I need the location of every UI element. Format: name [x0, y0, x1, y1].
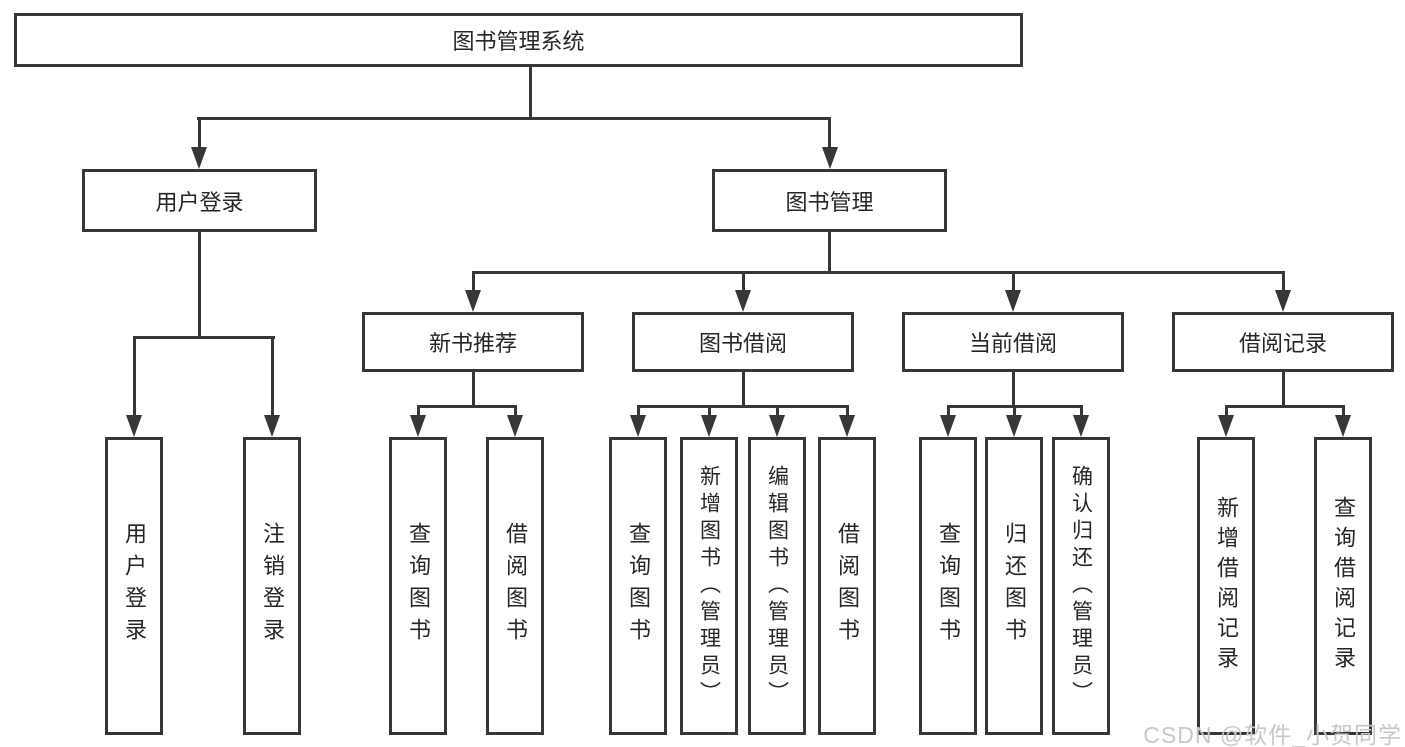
arrow-down-icon — [1281, 271, 1285, 290]
arrow-down-icon — [845, 405, 849, 415]
leaf-user-login: 用户登录 — [105, 437, 163, 735]
leaf-query-borrow-record-label: 查询借阅记录 — [1331, 496, 1356, 676]
leaf-query-books-1: 查询图书 — [389, 437, 447, 735]
arrow-down-icon — [132, 336, 136, 415]
leaf-borrow-books-2: 借阅图书 — [818, 437, 876, 735]
leaf-add-books-admin: 新增图书（管理员） — [680, 437, 738, 735]
leaf-confirm-return-admin: 确认归还（管理员） — [1052, 437, 1110, 735]
connector-mgmt-bar — [471, 271, 1285, 274]
arrow-down-icon — [636, 405, 640, 415]
leaf-add-books-admin-label: 新增图书（管理员） — [697, 464, 721, 708]
connector-borrow-stem — [741, 372, 745, 408]
connector-login-stem — [198, 232, 201, 339]
connector-mgmt-stem — [828, 232, 831, 273]
connector-recommend-bar — [416, 405, 517, 408]
arrow-down-icon — [741, 271, 745, 290]
leaf-borrow-books-2-label: 借阅图书 — [835, 522, 860, 650]
leaf-confirm-return-admin-label: 确认归还（管理员） — [1069, 464, 1093, 708]
node-user-login-label: 用户登录 — [155, 189, 244, 215]
node-user-login: 用户登录 — [82, 169, 317, 232]
leaf-borrow-books-1: 借阅图书 — [486, 437, 544, 735]
leaf-query-books-2: 查询图书 — [609, 437, 667, 735]
connector-recommend-stem — [471, 372, 475, 408]
node-new-book-recommend: 新书推荐 — [362, 312, 584, 372]
node-current-borrow-label: 当前借阅 — [968, 331, 1057, 356]
leaf-query-books-2-label: 查询图书 — [626, 522, 651, 650]
leaf-query-books-3: 查询图书 — [919, 437, 977, 735]
csdn-watermark: CSDN @软件_小贺同学 — [1143, 722, 1402, 747]
leaf-return-books: 归还图书 — [985, 437, 1043, 735]
leaf-query-books-1-label: 查询图书 — [406, 522, 431, 650]
arrow-down-icon — [197, 117, 201, 147]
arrow-down-icon — [1079, 405, 1083, 415]
node-book-borrow: 图书借阅 — [632, 312, 854, 372]
leaf-add-borrow-record-label: 新增借阅记录 — [1214, 496, 1239, 676]
arrow-down-icon — [828, 117, 831, 147]
node-borrow-records-label: 借阅记录 — [1238, 331, 1327, 356]
arrow-down-icon — [1012, 405, 1016, 415]
arrow-down-icon — [1341, 405, 1345, 415]
leaf-edit-books-admin-label: 编辑图书（管理员） — [765, 464, 789, 708]
connector-login-bar — [132, 336, 275, 339]
connector-records-stem — [1281, 372, 1285, 408]
arrow-down-icon — [471, 271, 475, 290]
leaf-query-books-3-label: 查询图书 — [936, 522, 961, 650]
node-current-borrow: 当前借阅 — [902, 312, 1124, 372]
arrow-down-icon — [1011, 271, 1015, 290]
arrow-down-icon — [513, 405, 517, 415]
node-book-management: 图书管理 — [712, 169, 947, 232]
connector-current-stem — [1011, 372, 1015, 408]
arrow-down-icon — [270, 336, 274, 415]
leaf-edit-books-admin: 编辑图书（管理员） — [748, 437, 806, 735]
node-root: 图书管理系统 — [14, 13, 1023, 67]
leaf-query-borrow-record: 查询借阅记录 — [1314, 437, 1372, 735]
connector-borrow-bar — [636, 405, 849, 408]
node-new-book-recommend-label: 新书推荐 — [428, 331, 517, 356]
leaf-borrow-books-1-label: 借阅图书 — [503, 522, 528, 650]
leaf-user-login-label: 用户登录 — [122, 522, 147, 650]
arrow-down-icon — [416, 405, 420, 415]
leaf-logout: 注销登录 — [243, 437, 301, 735]
node-book-management-label: 图书管理 — [785, 189, 874, 215]
node-root-label: 图书管理系统 — [452, 29, 585, 54]
arrow-down-icon — [775, 405, 779, 415]
connector-root-stem — [529, 67, 532, 119]
arrow-down-icon — [707, 405, 711, 415]
arrow-down-icon — [946, 405, 950, 415]
node-borrow-records: 借阅记录 — [1172, 312, 1394, 372]
node-book-borrow-label: 图书借阅 — [698, 331, 787, 356]
leaf-logout-label: 注销登录 — [260, 522, 285, 650]
connector-root-bar — [197, 117, 831, 120]
leaf-add-borrow-record: 新增借阅记录 — [1197, 437, 1255, 735]
connector-records-bar — [1224, 405, 1345, 408]
arrow-down-icon — [1224, 405, 1228, 415]
leaf-return-books-label: 归还图书 — [1002, 522, 1027, 650]
